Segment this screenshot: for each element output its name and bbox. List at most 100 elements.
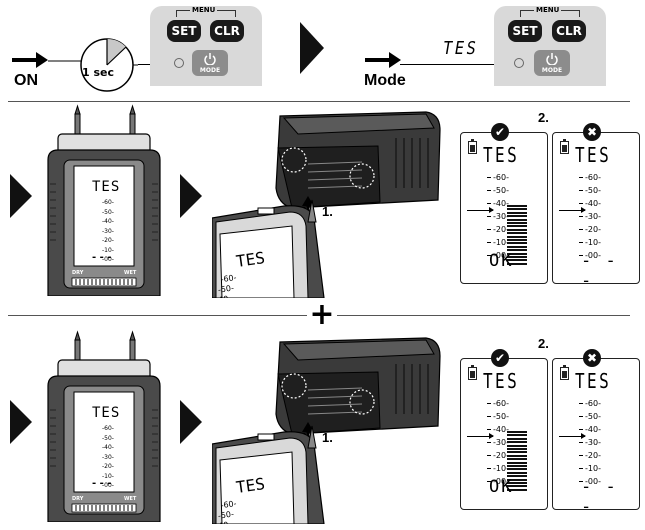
lcd-bar-segment <box>507 262 527 265</box>
meter-scale-tick: -20- <box>102 463 114 470</box>
lcd-bar-segment <box>507 458 527 461</box>
lcd-scale-tick: -40- <box>559 197 635 210</box>
connector-line <box>400 64 515 65</box>
lcd-bar-segment <box>507 239 527 241</box>
lcd-bar-segment <box>507 208 527 211</box>
lcd-scale-tick: -50- <box>467 184 543 197</box>
lcd-scale-tick: -50- <box>559 410 635 423</box>
lcd-scale-tick: -30- <box>467 210 543 223</box>
step-one-label: 1. <box>322 430 333 445</box>
lcd-scale: -60--50--40--30--20--10--00- <box>559 171 635 262</box>
meter-display-text: TES <box>92 179 121 195</box>
lcd-bar-segment <box>507 437 527 440</box>
control-panel: MENU SET CLR MODE <box>150 6 262 86</box>
moisture-meter: TES -60--50--40--30--20--10--00- - - - D… <box>42 330 164 522</box>
meter-display-text: TES <box>92 405 121 421</box>
lcd-bar-segment <box>507 259 527 262</box>
lcd-scale-tick: -00- <box>559 249 635 262</box>
cross-icon: ✖ <box>583 123 601 141</box>
lcd-bar-segment <box>507 488 527 491</box>
pointer-arrow-icon <box>467 207 494 213</box>
timer-clock-icon <box>48 38 138 92</box>
set-button[interactable]: SET <box>167 20 201 42</box>
lcd-display-text: TES <box>483 369 520 393</box>
mode-button[interactable]: MODE <box>192 50 228 76</box>
lcd-scale-tick: -50- <box>467 410 543 423</box>
lcd-scale-tick: -30- <box>559 210 635 223</box>
lcd-bar-segment <box>507 434 527 437</box>
check-icon: ✔ <box>491 123 509 141</box>
arrow-right-icon <box>12 52 48 68</box>
set-button[interactable]: SET <box>508 20 542 42</box>
chevron-right-icon <box>180 400 202 444</box>
lcd-bar-segment <box>507 475 527 478</box>
chevron-right-icon <box>10 174 32 218</box>
lcd-bar-segment <box>507 242 527 245</box>
lcd-bar-segment <box>507 218 527 221</box>
lcd-bar-segment <box>507 465 527 467</box>
lcd-display-text: TES <box>575 369 612 393</box>
meter-dashes: - - - <box>92 478 112 489</box>
lcd-scale-tick: -00- <box>467 249 543 262</box>
lcd-panel-fail: ✖ TES -60--50--40--30--20--10--00- - - - <box>552 349 640 517</box>
lcd-scale-tick: -60- <box>467 171 543 184</box>
lcd-bar-segment <box>507 471 527 474</box>
lcd-scale-tick: -10- <box>559 462 635 475</box>
lcd-panel-ok: ✔ TES -60--50--40--30--20--10--00- OK <box>460 349 548 510</box>
meter-scale-tick: -30- <box>102 227 114 235</box>
meter-scale-tick: -10- <box>102 246 114 254</box>
lcd-bar-segment <box>507 235 527 238</box>
lcd-bar-segment <box>507 228 527 231</box>
divider <box>8 101 630 102</box>
lcd-bar-segment <box>507 444 527 447</box>
lcd-bar-segment <box>507 431 527 433</box>
lcd-scale: -60--50--40--30--20--10--00- <box>559 397 635 488</box>
meter-scale-tick: -60- <box>102 199 114 206</box>
lcd-scale-tick: -20- <box>467 223 543 236</box>
lcd-result: OK <box>489 477 514 497</box>
pointer-arrow-icon <box>559 207 586 213</box>
lcd-scale-tick: -50- <box>559 184 635 197</box>
meter-scale-tick: -00- <box>102 256 114 263</box>
on-label: ON <box>14 72 38 89</box>
lcd-bar-segment <box>507 215 527 218</box>
meter-scale-tick: -30- <box>102 453 114 461</box>
step-row: TES -60--50--40--30--20--10--00- - - - D… <box>0 330 645 530</box>
mode-label: Mode <box>364 72 406 89</box>
control-panel: MENU SET CLR MODE <box>494 6 606 86</box>
clr-button[interactable]: CLR <box>210 20 244 42</box>
timer-label: 1 sec <box>82 66 115 79</box>
lcd-scale-tick: -00- <box>559 475 635 488</box>
step-one-label: 1. <box>322 204 333 219</box>
menu-label: MENU <box>534 6 562 14</box>
lcd-bar-segment <box>507 461 527 464</box>
meter-scale-tick: -20- <box>102 237 114 244</box>
lcd-panel-fail: ✖ TES -60--50--40--30--20--10--00- - - - <box>552 123 640 291</box>
clr-button[interactable]: CLR <box>552 20 586 42</box>
lcd-scale-tick: -20- <box>559 223 635 236</box>
lcd-bar-segment <box>507 205 527 207</box>
meter-scale-tick: -50- <box>102 434 114 442</box>
led-indicator <box>174 58 184 68</box>
lcd-scale-tick: -60- <box>559 171 635 184</box>
lcd-bar-segment <box>507 222 527 224</box>
mode-button[interactable]: MODE <box>534 50 570 76</box>
meter-scale-tick: -50- <box>102 208 114 216</box>
led-indicator <box>514 58 524 68</box>
power-icon <box>546 53 558 66</box>
menu-label: MENU <box>190 6 218 14</box>
lcd-result: - - - <box>581 251 618 291</box>
plus-sign: + <box>307 298 337 332</box>
lcd-bar-segment <box>507 225 527 228</box>
display-text: TES <box>443 38 479 59</box>
lcd-bar-segment <box>507 252 527 255</box>
lcd-panel-ok: ✔ TES -60--50--40--30--20--10--00- OK <box>460 123 548 284</box>
lcd-scale-tick: -10- <box>467 462 543 475</box>
lcd-scale-tick: -20- <box>559 449 635 462</box>
lcd-scale: -60--50--40--30--20--10--00- <box>467 397 543 488</box>
battery-icon <box>560 365 569 380</box>
lcd-result: OK <box>489 251 514 271</box>
meter-dashes: - - - <box>92 252 112 263</box>
meter-scale: -60--50--40--30--20--10--00- <box>102 424 114 491</box>
meter-scale: -60--50--40--30--20--10--00- <box>102 198 114 265</box>
